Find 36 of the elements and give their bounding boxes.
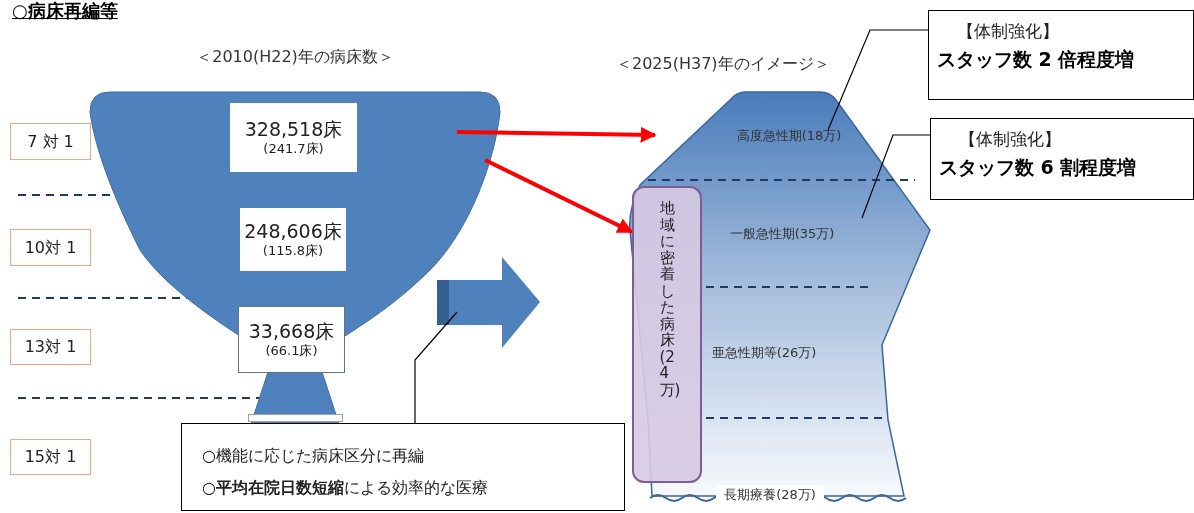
- callout-box: [930, 118, 1194, 200]
- bed-ratio: (66.1床): [265, 343, 318, 360]
- callout-heading: 【体制強化】: [958, 128, 1062, 151]
- bed-count: 33,668床: [248, 319, 335, 344]
- nurse-ratio-label: 13対 1: [10, 329, 91, 365]
- chart-heading: ＜2010(H22)年の病床数＞: [196, 46, 394, 68]
- callout-text: スタッフ数 2 倍程度増: [937, 46, 1136, 72]
- callout-text: スタッフ数 6 割程度増: [939, 154, 1138, 180]
- chart-heading: ＜2025(H37)年のイメージ＞: [616, 53, 830, 75]
- leader-line: [414, 311, 458, 424]
- nurse-ratio-label: 15対 1: [10, 439, 91, 475]
- leader-line: [861, 134, 931, 219]
- care-stage-label: 高度急性期(18万): [736, 127, 842, 146]
- care-stage-label: 一般急性期(35万): [729, 224, 835, 243]
- care-stage-label: 亜急性期等(26万): [711, 343, 817, 362]
- note-box: [181, 423, 625, 511]
- note-text: ○機能に応じた病床区分に再編: [202, 445, 425, 467]
- callout-box: [928, 10, 1194, 100]
- community-bed-box: [632, 186, 702, 483]
- callout-heading: 【体制強化】: [956, 20, 1060, 43]
- care-stage-label: 長期療養(28万): [716, 484, 824, 504]
- count-box: [238, 306, 345, 373]
- arrow: [484, 158, 634, 234]
- bed-ratio: (115.8床): [262, 243, 324, 260]
- count-box: [248, 414, 343, 422]
- nurse-ratio-label: 10対 1: [10, 229, 91, 266]
- page-title: ○病床再編等: [12, 0, 118, 22]
- count-box: [230, 103, 357, 172]
- bed-count: 328,518床: [244, 117, 343, 142]
- leader-line: [827, 29, 929, 131]
- bed-count: 248,606床: [244, 219, 342, 244]
- bed-ratio: (241.7床): [263, 141, 324, 158]
- count-box: [240, 208, 346, 271]
- arrow: [456, 126, 657, 143]
- nurse-ratio-label: 7 対 1: [10, 123, 91, 160]
- note-text: ○平均在院日数短縮による効率的な医療: [202, 477, 489, 499]
